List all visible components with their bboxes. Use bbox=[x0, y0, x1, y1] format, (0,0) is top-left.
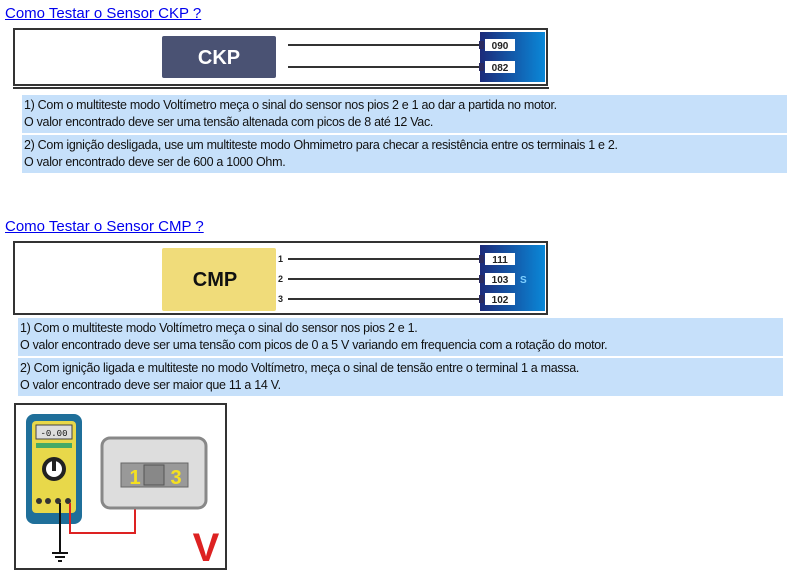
instruction-text: 1) Com o multiteste modo Voltímetro meça… bbox=[20, 321, 418, 335]
diagram-frame bbox=[13, 28, 548, 86]
instruction-text: O valor encontrado deve ser uma tensão a… bbox=[24, 115, 434, 129]
sensor-label: CKP bbox=[198, 47, 240, 69]
terminal-label: 103 bbox=[492, 275, 509, 286]
terminal-label: 102 bbox=[492, 295, 509, 306]
ckp-wiring-diagram: CKP 1 2 090 082 bbox=[13, 28, 549, 89]
instruction-text: O valor encontrado deve ser uma tensão c… bbox=[20, 338, 608, 352]
ckp-sensor-block bbox=[162, 36, 276, 78]
connector-pin-label: 1 bbox=[129, 467, 140, 489]
pin-label: 3 bbox=[278, 294, 283, 304]
cmp-instructions: 1) Com o multiteste modo Voltímetro meça… bbox=[18, 318, 783, 398]
instruction-text: 1) Com o multiteste modo Voltímetro meça… bbox=[24, 98, 557, 112]
instruction-text: 2) Com ignição desligada, use um multite… bbox=[24, 138, 618, 152]
pin-label: 1 bbox=[278, 254, 283, 264]
instruction-step: 2) Com ignição ligada e multiteste no mo… bbox=[18, 358, 783, 396]
cmp-sensor-block bbox=[162, 248, 276, 311]
instruction-text: O valor encontrado deve ser de 600 a 100… bbox=[24, 155, 286, 169]
connector-tag: S bbox=[520, 275, 527, 286]
instruction-step: 2) Com ignição desligada, use um multite… bbox=[22, 135, 787, 173]
ckp-instructions: 1) Com o multiteste modo Voltímetro meça… bbox=[22, 95, 787, 175]
terminal-label: 090 bbox=[492, 41, 509, 52]
multimeter-test-image: -0.00 1 3 V bbox=[14, 403, 227, 570]
connector-pin-label: 3 bbox=[170, 467, 181, 489]
instruction-text: O valor encontrado deve ser maior que 11… bbox=[20, 378, 281, 392]
sensor-label: CMP bbox=[193, 269, 237, 291]
cmp-wiring-diagram: CMP 1 2 3 111 103 102 S bbox=[13, 241, 548, 315]
terminal-label: 082 bbox=[492, 63, 509, 74]
instruction-step: 1) Com o multiteste modo Voltímetro meça… bbox=[22, 95, 787, 133]
voltage-mode-letter: V bbox=[193, 526, 220, 570]
instruction-text: 2) Com ignição ligada e multiteste no mo… bbox=[20, 361, 580, 375]
pin-label: 2 bbox=[285, 62, 290, 72]
pin-label: 1 bbox=[285, 40, 290, 50]
ckp-test-link[interactable]: Como Testar o Sensor CKP ? bbox=[5, 5, 202, 22]
pin-label: 2 bbox=[278, 274, 283, 284]
terminal-label: 111 bbox=[492, 255, 508, 266]
instruction-step: 1) Com o multiteste modo Voltímetro meça… bbox=[18, 318, 783, 356]
meter-display: -0.00 bbox=[40, 429, 67, 439]
cmp-test-link[interactable]: Como Testar o Sensor CMP ? bbox=[5, 218, 204, 235]
